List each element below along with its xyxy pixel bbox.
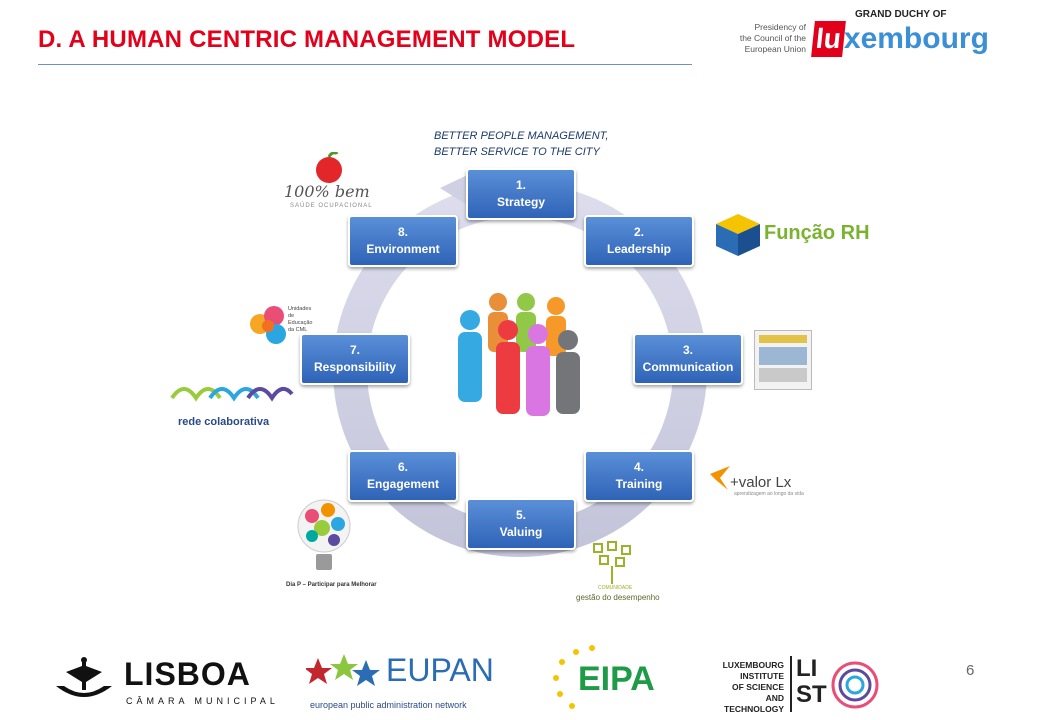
eipa-logo: EIPA [548,642,666,714]
list-rings-icon [831,661,879,709]
lightbulb-icon [297,499,351,570]
node-environment: 8. Environment [348,215,458,267]
node-communication: 3. Communication [633,333,743,385]
valor-lx-logo: +valor Lx aprendizagem ao longo da vida [708,464,808,498]
dia-p-text: Dia P – Participar para Melhorar [286,582,377,588]
bird-icon [710,466,730,490]
uec-text: Unidades de Educação da CML [288,306,316,334]
node-number: 6. [397,460,408,474]
newsletter-thumbnail [754,330,812,390]
node-label: Valuing [499,525,543,539]
rede-text: rede colaborativa [178,416,270,428]
eipa-text: EIPA [578,660,655,698]
presidency-line: Presidency of [754,22,807,32]
eupan-logo: EUPAN european public administration net… [306,648,516,716]
lisboa-logo: LISBOA CÂMARA MUNICIPAL [52,654,275,712]
node-label: Strategy [496,195,546,209]
lisboa-ship-icon [56,657,112,697]
presidency-line: European Union [744,44,806,54]
list-logo: LUXEMBOURG INSTITUTE OF SCIENCE AND TECH… [704,656,884,714]
node-number: 3. [682,343,693,357]
list-mark-line: ST [796,681,827,708]
list-line: INSTITUTE [740,671,784,681]
funcao-rh-text: Função RH [764,222,870,244]
rede-colaborativa-logo: rede colaborativa [170,374,298,434]
camara-text: CÂMARA MUNICIPAL [126,696,279,706]
waves-icon [170,386,294,402]
uec-line: de Educação [288,313,313,326]
funcao-rh-logo: Função RH [712,210,870,260]
node-number: 7. [349,343,360,357]
gestao-desempenho-logo: COMUNIDADE gestão do desempenho [574,540,660,610]
lux-rest: xembourg [843,22,989,55]
list-line: AND TECHNOLOGY [724,693,784,714]
bem-text: 100% bem [284,182,370,201]
node-number: 4. [633,460,644,474]
luxembourg-logo: luxembourg [811,21,989,57]
node-label: Communication [642,360,734,374]
node-label: Training [615,477,663,491]
eupan-text: EUPAN [386,652,494,688]
list-line: LUXEMBOURG [722,660,784,670]
lisboa-text: LISBOA [124,656,251,692]
list-mark: LI ST [796,656,827,708]
apple-icon [316,152,342,183]
uec-logo: Unidades de Educação da CML [246,302,316,354]
newsletter-photo [759,347,807,365]
tagline: BETTER PEOPLE MANAGEMENT, BETTER SERVICE… [434,128,608,160]
grand-duchy-label: GRAND DUCHY OF [855,9,947,20]
node-label: Engagement [366,477,439,491]
page-number: 6 [966,662,975,679]
node-label: Responsibility [313,360,396,374]
node-leadership: 2. Leadership [584,215,694,267]
tagline-line: BETTER PEOPLE MANAGEMENT, [434,130,609,142]
list-name: LUXEMBOURG INSTITUTE OF SCIENCE AND TECH… [704,660,784,715]
dia-p-logo: Dia P – Participar para Melhorar [282,496,377,592]
node-number: 8. [397,225,408,239]
flower-icon [250,306,286,344]
node-strategy: 1. Strategy [466,168,576,220]
node-responsibility: 7. Responsibility [300,333,410,385]
node-number: 2. [633,225,644,239]
list-mark-line: LI [796,655,818,682]
valor-subtext: aprendizagem ao longo da vida [734,491,804,497]
gestao-subtext: COMUNIDADE [598,585,633,591]
node-training: 4. Training [584,450,694,502]
title-underline [38,64,692,65]
newsletter-text [759,368,807,382]
node-number: 5. [515,508,526,522]
list-divider [790,656,792,712]
page-title: D. A HUMAN CENTRIC MANAGEMENT MODEL [38,26,576,53]
bem-subtext: SAÚDE OCUPACIONAL [290,203,373,209]
valor-text: +valor Lx [730,474,792,491]
presidency-line: the Council of the [739,33,806,43]
node-label: Environment [366,242,440,256]
uec-line: Unidades [288,306,312,312]
eupan-subtext: european public administration network [310,700,467,710]
tree-icon [593,541,631,584]
lux-prefix: lu [811,21,846,57]
newsletter-header [759,335,807,343]
cube-icon [716,214,760,256]
node-label: Leadership [606,242,672,256]
list-line: OF SCIENCE [732,682,784,692]
gestao-text: gestão do desempenho [576,593,660,602]
node-engagement: 6. Engagement [348,450,458,502]
eupan-stars-icon [306,654,380,686]
tagline-line: BETTER SERVICE TO THE CITY [434,146,600,158]
eipa-stars-icon [553,645,595,709]
node-valuing: 5. Valuing [466,498,576,550]
bem-logo: 100% bem SAÚDE OCUPACIONAL [284,152,374,214]
uec-line: da CML [288,327,308,333]
node-number: 1. [515,178,526,192]
presidency-text: Presidency of the Council of the Europea… [716,22,806,55]
people-group-icon [458,293,580,416]
